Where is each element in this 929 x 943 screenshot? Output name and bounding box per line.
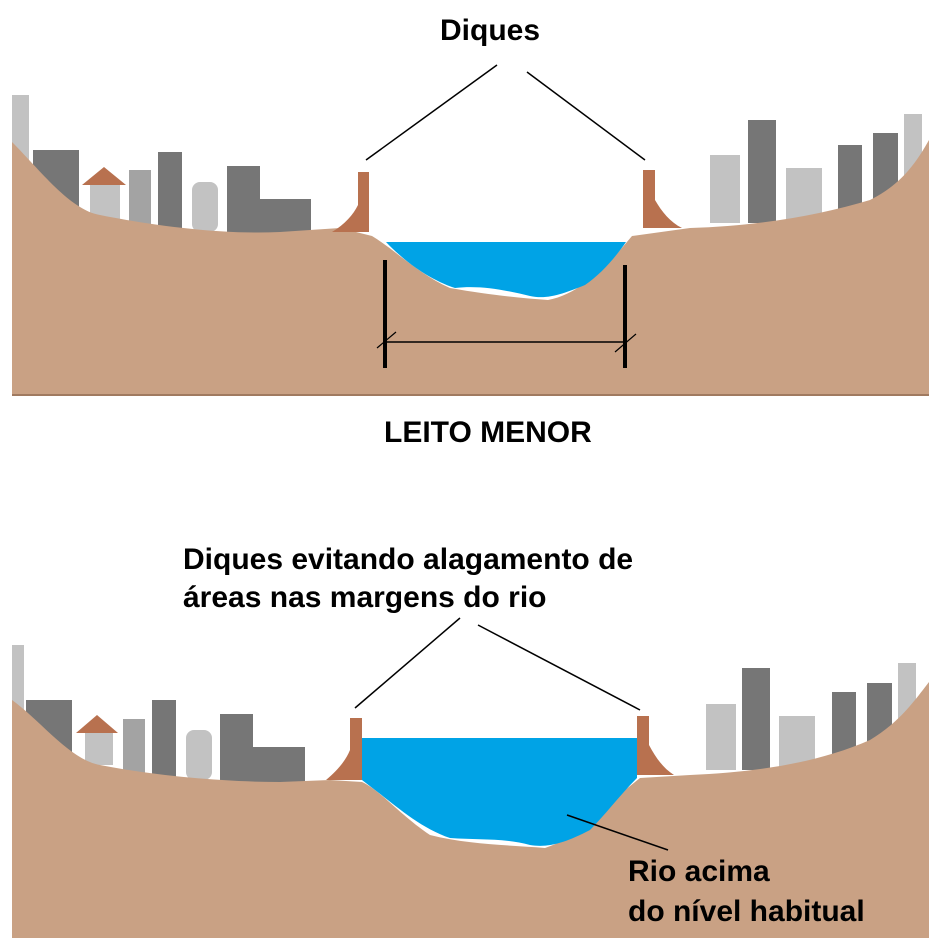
building (158, 152, 182, 228)
top-leader-left (365, 64, 498, 161)
dikes-label: Diques (440, 14, 541, 47)
river-level-label: Rio acima do nível habitual (628, 852, 865, 932)
bottom-leader-right (477, 624, 641, 711)
top-right-dike (643, 170, 682, 228)
dikes-flood-label-line1: Diques evitando alagamento de (183, 543, 634, 576)
river-note-leader (566, 814, 669, 851)
bottom-panel (12, 617, 929, 938)
leito-tick-right (614, 333, 637, 353)
bottom-river-water (362, 738, 637, 846)
building (838, 145, 862, 215)
dikes-flood-label: Diques evitando alagamento de áreas nas … (183, 541, 633, 617)
bottom-left-dike (326, 718, 362, 780)
house-roof (82, 167, 126, 185)
building (742, 668, 770, 770)
leito-menor-label: LEITO MENOR (384, 416, 592, 449)
top-river-water (386, 242, 626, 298)
top-left-dike (332, 172, 369, 232)
building (748, 120, 776, 223)
top-right-buildings (710, 114, 922, 223)
house-roof (76, 715, 118, 733)
building (259, 199, 311, 234)
bottom-ground (12, 682, 929, 938)
building (220, 714, 253, 782)
top-leader-right (526, 71, 646, 161)
top-panel (12, 64, 929, 396)
river-level-label-line2: do nível habitual (628, 895, 865, 928)
dikes-flood-label-line2: áreas nas margens do rio (183, 581, 547, 614)
building (706, 704, 736, 770)
bottom-right-dike (637, 716, 674, 775)
building (129, 170, 151, 226)
building (710, 155, 740, 223)
bottom-leader-left (354, 617, 461, 709)
building (186, 730, 212, 780)
building (192, 182, 218, 232)
river-level-label-line1: Rio acima (628, 855, 770, 888)
building (152, 700, 176, 777)
leito-tick-left (376, 331, 397, 349)
building (227, 166, 260, 234)
top-ground (12, 140, 929, 395)
building (123, 719, 145, 774)
building (252, 747, 305, 782)
building (85, 733, 113, 765)
